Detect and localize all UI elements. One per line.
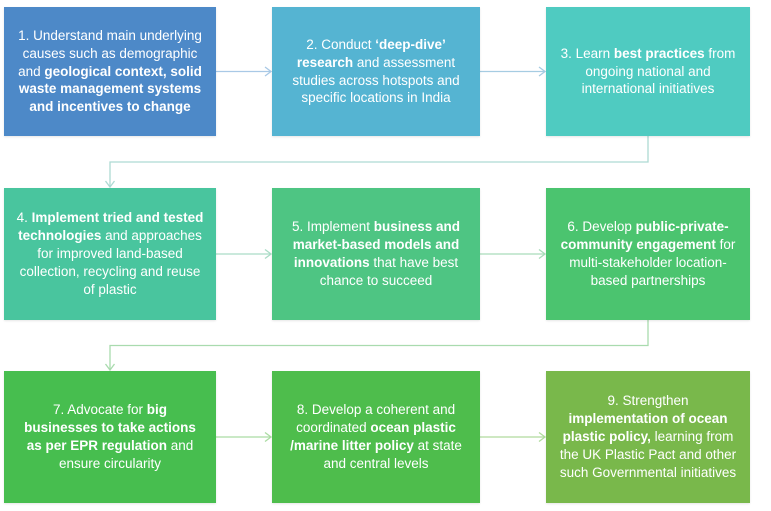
connector-4-5-arrowhead: [264, 248, 273, 260]
connector-7-8-arrowhead: [264, 431, 273, 443]
flow-step-9: 9. Strengthen implementation of ocean pl…: [546, 371, 750, 503]
flow-step-text: 6. Develop public-private-community enga…: [560, 219, 736, 288]
connector-5-6-arrowhead: [538, 248, 547, 260]
connector-8-9-arrowhead: [538, 431, 547, 443]
connector-2-3-arrowhead: [538, 66, 547, 77]
connector-3-4-arrowhead: [104, 180, 116, 189]
connector-6-7-arrowhead: [104, 363, 116, 372]
flow-step-2: 2. Conduct ‘deep-dive’ research and asse…: [272, 7, 480, 136]
flow-step-5: 5. Implement business and market-based m…: [272, 188, 480, 320]
flow-step-text: 8. Develop a coherent and coordinated oc…: [290, 402, 462, 471]
flow-step-text: 1. Understand main underlying causes suc…: [18, 27, 202, 115]
flow-step-text: 9. Strengthen implementation of ocean pl…: [559, 393, 737, 480]
connector-3-4: [109, 136, 649, 187]
flow-step-3: 3. Learn best practices from ongoing nat…: [546, 7, 750, 136]
flow-step-text: 2. Conduct ‘deep-dive’ research and asse…: [292, 36, 460, 106]
flow-step-7: 7. Advocate for big businesses to take a…: [4, 371, 216, 503]
flow-step-8: 8. Develop a coherent and coordinated oc…: [272, 371, 480, 503]
flow-step-text: 4. Implement tried and tested technologi…: [16, 210, 204, 297]
connector-1-2-arrowhead: [264, 66, 273, 77]
flow-step-6: 6. Develop public-private-community enga…: [546, 188, 750, 320]
flow-step-text: 7. Advocate for big businesses to take a…: [24, 402, 196, 471]
connector-6-7: [109, 320, 649, 370]
flow-step-1: 1. Understand main underlying causes suc…: [4, 7, 216, 136]
flow-step-4: 4. Implement tried and tested technologi…: [4, 188, 216, 320]
flow-step-text: 5. Implement business and market-based m…: [291, 219, 461, 288]
flow-step-text: 3. Learn best practices from ongoing nat…: [560, 45, 736, 97]
